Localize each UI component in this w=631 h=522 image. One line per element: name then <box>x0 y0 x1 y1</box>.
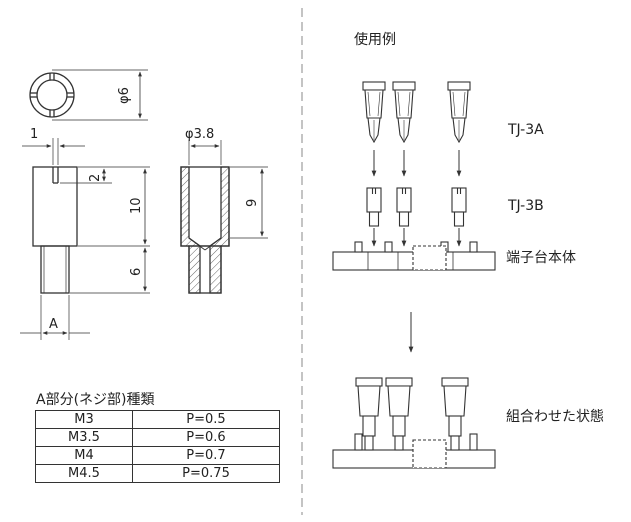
thread-pitch-cell: P=0.75 <box>132 464 280 483</box>
dia-inner-label: φ3.8 <box>185 127 214 142</box>
part-b-label: TJ-3B <box>507 198 544 214</box>
thread-size-cell: M3.5 <box>35 428 133 447</box>
thread-table: M3 P=0.5 M3.5 P=0.6 M4 P=0.7 M4.5 P=0.75 <box>35 410 280 483</box>
assembled-label: 組合わせた状態 <box>506 409 604 425</box>
thread-size-cell: M3 <box>35 410 133 429</box>
table-row: M3.5 P=0.6 <box>35 428 280 447</box>
thread-pitch-cell: P=0.6 <box>132 428 280 447</box>
block-label: 端子台本体 <box>506 250 576 266</box>
thread-size-cell: M4 <box>35 446 133 465</box>
tj3b-adapters <box>366 187 467 227</box>
slot-width-label: 1 <box>30 127 38 142</box>
thread-length-label: 6 <box>129 268 144 276</box>
thread-table-title: A部分(ネジ部)種類 <box>36 392 155 408</box>
top-view <box>29 69 148 121</box>
table-row: M3 P=0.5 <box>35 410 280 429</box>
table-row: M4 P=0.7 <box>35 446 280 465</box>
bore-depth-label: 9 <box>245 199 260 207</box>
tj3a-plugs <box>362 81 471 144</box>
usage-title: 使用例 <box>354 31 396 48</box>
slot-depth-label: 2 <box>88 174 103 182</box>
table-row: M4.5 P=0.75 <box>35 464 280 483</box>
insert-arrows-1 <box>371 150 462 177</box>
section-view <box>180 140 268 294</box>
insert-arrows-2 <box>371 228 462 247</box>
thread-pitch-cell: P=0.7 <box>132 446 280 465</box>
thread-pitch-cell: P=0.5 <box>132 410 280 429</box>
terminal-block <box>332 241 496 271</box>
body-length-label: 10 <box>129 197 144 214</box>
assembled-view <box>332 377 496 469</box>
part-a-label: TJ-3A <box>507 122 544 138</box>
dia-outer-label: φ6 <box>117 87 132 104</box>
side-view <box>20 138 150 340</box>
thread-size-label: A <box>49 317 58 332</box>
thread-size-cell: M4.5 <box>35 464 133 483</box>
